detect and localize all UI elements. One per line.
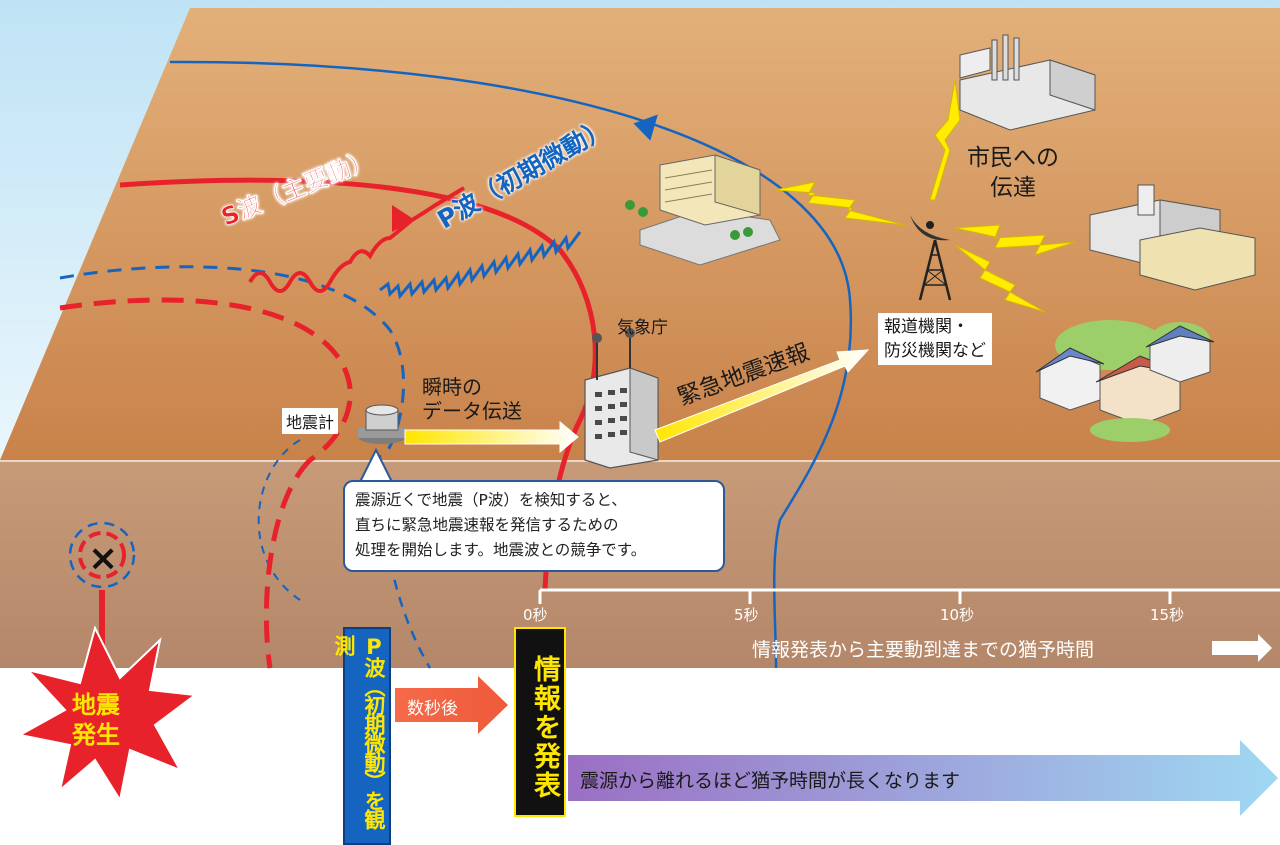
tick-15s: 15秒 — [1150, 606, 1185, 624]
grace-time-label: 情報発表から主要動到達までの猶予時間 — [752, 639, 1095, 661]
broadcast-tower-icon — [910, 215, 952, 301]
tick-10s: 10秒 — [940, 606, 975, 624]
eew-arrow — [654, 349, 870, 443]
instant-transmission-line1: 瞬時の — [422, 375, 482, 399]
to-citizens-label: 市民への 伝達 — [967, 143, 1059, 203]
seismometer-icon — [358, 404, 406, 444]
s-wave-front-dashed — [59, 297, 353, 463]
media-agencies-label: 報道機関・ 防災機関など — [878, 313, 992, 365]
after-seconds-label: 数秒後 — [407, 699, 458, 719]
epicenter-inner-ring — [78, 531, 126, 579]
epicenter-outer-ring — [68, 521, 136, 589]
instant-transmission-label: 瞬時の データ伝送 — [422, 375, 522, 423]
p-wave-front-dashed — [59, 265, 406, 451]
tick-0s: 0秒 — [523, 606, 548, 624]
announce-box: 情報を発表 — [514, 627, 566, 817]
lightning-icon-4 — [954, 244, 1046, 313]
seismometer-label: 地震計 — [282, 408, 339, 434]
lightning-icon-3 — [954, 224, 1076, 256]
office-buildings-icon — [1089, 184, 1256, 291]
quake-occurs-label: 地震 発生 — [72, 690, 120, 750]
s-wave-front-outer — [119, 177, 598, 591]
tick-5s: 5秒 — [734, 606, 759, 624]
info-line-2: 直ちに緊急地震速報を発信するための — [355, 516, 619, 534]
farther-longer-arrow — [568, 740, 1278, 816]
to-citizens-line2: 伝達 — [990, 175, 1036, 201]
epicenter-x-icon: × — [88, 538, 118, 579]
p-wave-path — [379, 231, 582, 300]
info-line-1: 震源近くで地震（P波）を検知すると、 — [355, 491, 627, 509]
info-callout: 震源近くで地震（P波）を検知すると、 直ちに緊急地震速報を発信するための 処理を… — [343, 480, 725, 572]
p-wave-observed-box: P波（初期微動）を観測 — [332, 627, 391, 845]
quake-occurs-line1: 地震 — [72, 691, 120, 719]
earthquake-burst-icon — [17, 625, 198, 803]
media-agencies-line2: 防災機関など — [884, 341, 986, 361]
lightning-icon — [774, 181, 906, 226]
data-transmission-arrow — [404, 420, 579, 454]
timeline — [538, 588, 1280, 662]
jma-building-icon — [584, 328, 659, 469]
s-wave-path — [248, 186, 466, 293]
grace-time-arrow — [1212, 634, 1272, 662]
instant-transmission-line2: データ伝送 — [422, 399, 522, 423]
after-seconds-arrow — [395, 676, 508, 734]
jma-label: 気象庁 — [617, 318, 668, 338]
quake-occurs-line2: 発生 — [72, 721, 120, 749]
info-line-3: 処理を開始します。地震波との競争です。 — [355, 541, 647, 559]
houses-icon — [1035, 320, 1215, 442]
lightning-icon-2 — [929, 79, 961, 201]
city-buildings-icon — [625, 154, 781, 266]
to-citizens-line1: 市民への — [967, 145, 1059, 171]
factory-icon — [959, 34, 1096, 131]
media-agencies-line1: 報道機関・ — [884, 317, 969, 337]
farther-longer-label: 震源から離れるほど猶予時間が長くなります — [580, 770, 961, 792]
p-wave-front-outer — [169, 60, 853, 669]
